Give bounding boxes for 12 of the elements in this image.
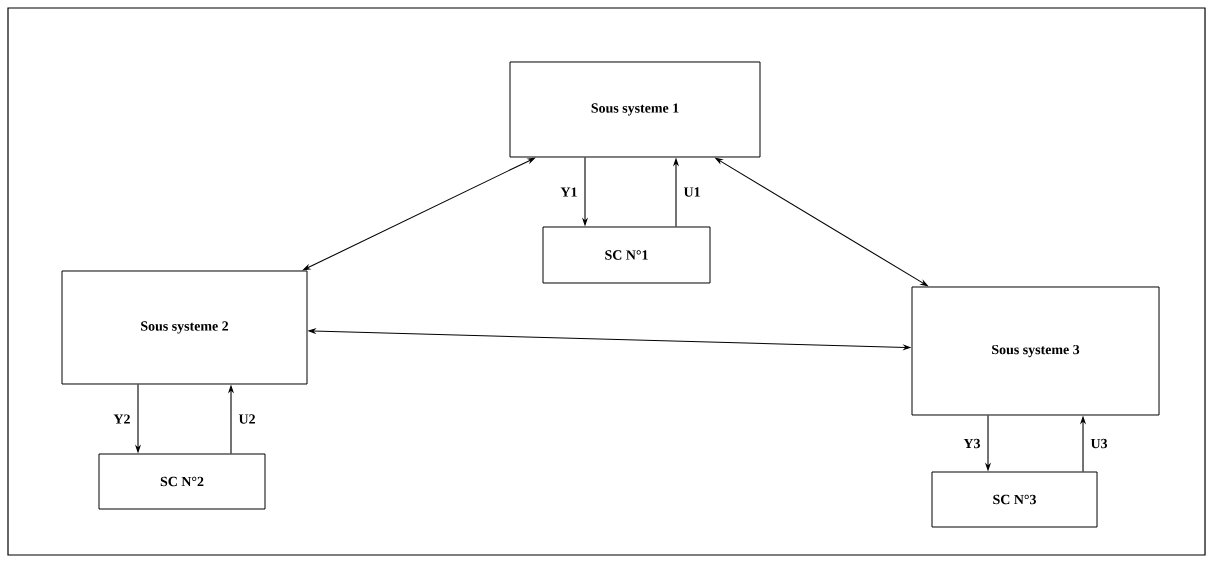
edge-label: U3	[1090, 438, 1108, 449]
edge-label: Y2	[113, 414, 130, 424]
edge-label: U1	[683, 187, 700, 197]
controller-box: SC N°1	[542, 226, 711, 284]
edge-label: Y1	[560, 187, 577, 197]
subsystem-box: Sous systeme 3	[911, 286, 1160, 416]
subsystem-box: Sous systeme 1	[509, 61, 761, 158]
edge-label: U2	[238, 414, 255, 424]
edge-label: Y3	[963, 438, 980, 449]
controller-box: SC N°2	[98, 453, 266, 510]
subsystem-box: Sous systeme 2	[61, 270, 308, 385]
controller-box: SC N°3	[931, 471, 1098, 528]
